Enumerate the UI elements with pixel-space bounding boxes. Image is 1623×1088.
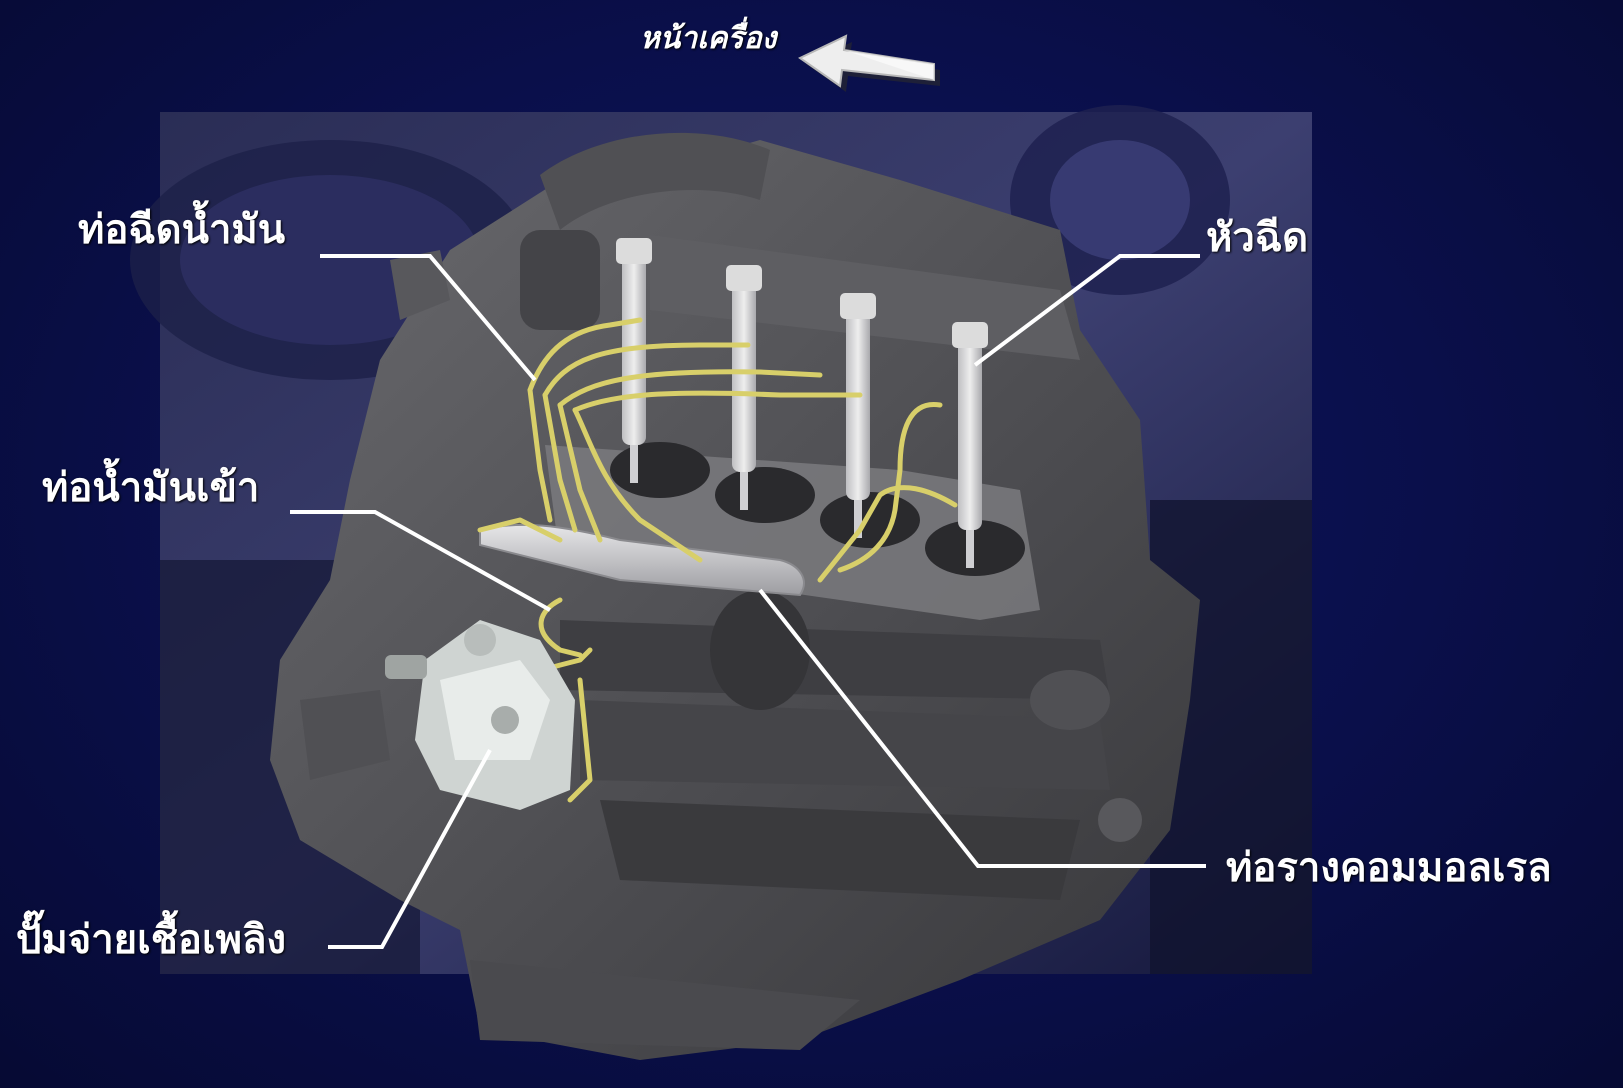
front-direction-label: หน้าเครื่อง [640, 24, 776, 54]
label-supply-pump: ปั๊มจ่ายเชื้อเพลิง [16, 920, 286, 960]
label-fuel-inlet-pipe: ท่อน้ำมันเข้า [42, 468, 259, 508]
front-direction-arrow [800, 36, 940, 92]
label-injector: หัวฉีด [1206, 218, 1308, 258]
label-common-rail: ท่อรางคอมมอลเรล [1226, 848, 1552, 888]
label-injection-pipe: ท่อฉีดน้ำมัน [78, 210, 285, 250]
